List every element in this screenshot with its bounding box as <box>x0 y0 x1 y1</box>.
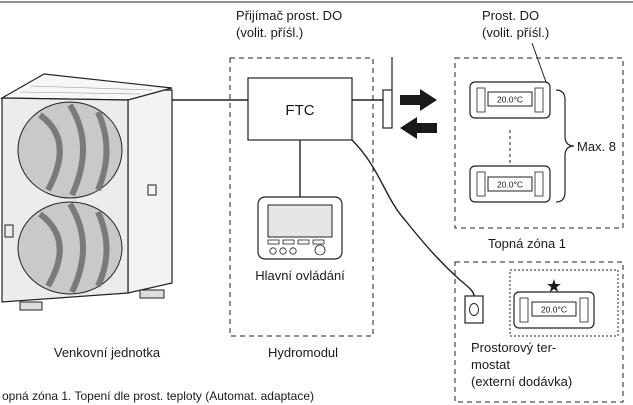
arrow-right-icon <box>400 89 437 111</box>
thermostat-device <box>464 295 484 324</box>
fan-upper <box>17 101 123 199</box>
footer-caption: opná zóna 1. Topení dle prost. teploty (… <box>2 389 314 403</box>
remote-sensor-top-display: 20.0°C <box>497 95 523 105</box>
main-controller-label: Hlavní ovládání <box>255 268 345 283</box>
thermostat-dial <box>469 303 479 316</box>
remote-sensor-bottom-display: 20.0°C <box>497 180 523 190</box>
remote-sensor-bottom <box>469 165 551 203</box>
ftc-box <box>247 77 353 141</box>
room-thermostat-label-1: Prostorový ter- <box>471 340 556 355</box>
remote-sensor-label-1: Prost. DO <box>482 8 539 23</box>
room-thermostat-label-3: (externí dodávka) <box>471 374 572 389</box>
ftc-label: FTC <box>285 102 314 119</box>
receiver <box>382 57 393 129</box>
max-brace <box>555 89 575 203</box>
thermostat-inner-box <box>509 269 619 337</box>
hydromodule-label: Hydromodul <box>268 345 338 360</box>
arrow-left-icon <box>400 117 437 139</box>
max-count-label: Max. 8 <box>577 139 616 154</box>
heating-zone-box <box>454 57 624 229</box>
outdoor-unit-label: Venkovní jednotka <box>54 345 161 360</box>
room-thermostat-box <box>454 261 624 403</box>
main-controller <box>257 196 343 260</box>
remote-sensor-label-2: (volit. příśl.) <box>482 25 549 40</box>
hydromodule-box <box>229 57 374 337</box>
heating-zone-label: Topná zóna 1 <box>488 236 566 251</box>
outdoor-unit <box>0 73 173 311</box>
thermostat-display: 20.0°C <box>541 305 567 315</box>
receiver-label-1: Přijímač prost. DO <box>236 8 342 23</box>
thermostat-display-unit <box>513 291 595 329</box>
receiver-label-2: (volit. příśl.) <box>236 25 303 40</box>
remote-sensor-leader <box>531 42 547 83</box>
wire-ftc-thermostat <box>351 139 475 297</box>
remote-sensor-top <box>469 81 551 119</box>
fan-lower <box>17 201 123 295</box>
room-thermostat-label-2: mostat <box>471 357 510 372</box>
